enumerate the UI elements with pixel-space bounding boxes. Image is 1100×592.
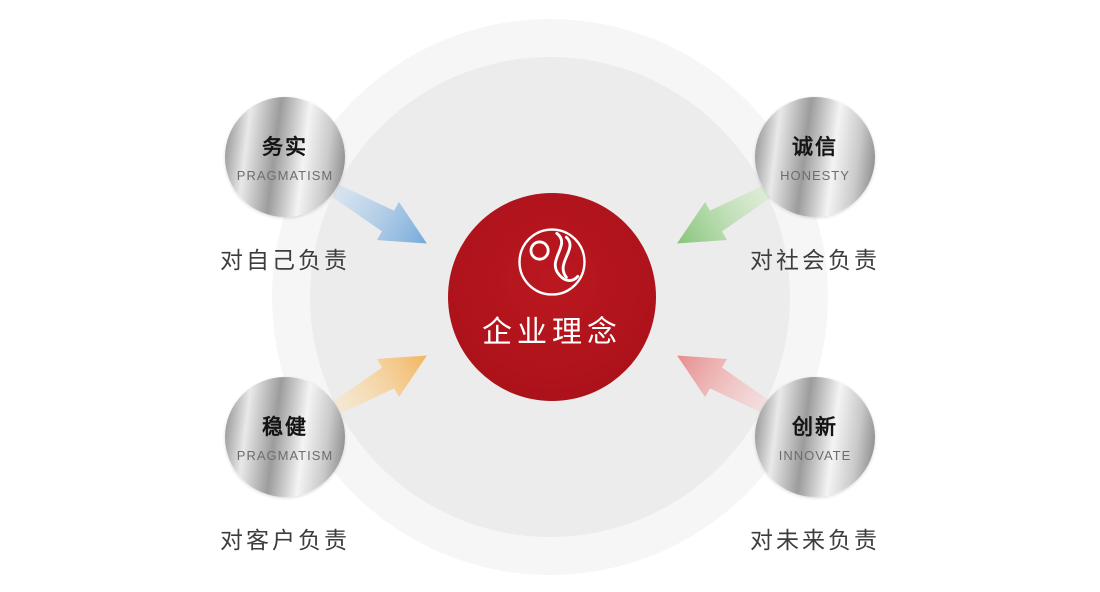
node-cn-label: 务实 (262, 136, 308, 159)
company-logo-icon (518, 228, 586, 296)
node-cn-label: 创新 (792, 416, 838, 439)
center-title: 企业理念 (482, 316, 622, 349)
node-en-label: PRAGMATISM (236, 168, 334, 183)
responsibility-label-future: 对未来负责 (750, 527, 880, 553)
node-cn-label: 诚信 (792, 136, 838, 159)
responsibility-label-society: 对社会负责 (750, 247, 880, 273)
node-honesty: 诚信 HONESTY (755, 97, 875, 217)
responsibility-label-self: 对自己负责 (220, 247, 350, 273)
responsibility-label-customer: 对客户负责 (220, 527, 350, 553)
node-stability: 稳健 PRAGMATISM (225, 377, 345, 497)
node-en-label: HONESTY (780, 168, 850, 183)
node-innovation: 创新 INNOVATE (755, 377, 875, 497)
center-circle: 企业理念 (448, 193, 656, 401)
node-pragmatism: 务实 PRAGMATISM (225, 97, 345, 217)
node-en-label: INNOVATE (778, 448, 852, 463)
node-en-label: PRAGMATISM (236, 448, 334, 463)
node-cn-label: 稳健 (262, 416, 308, 439)
